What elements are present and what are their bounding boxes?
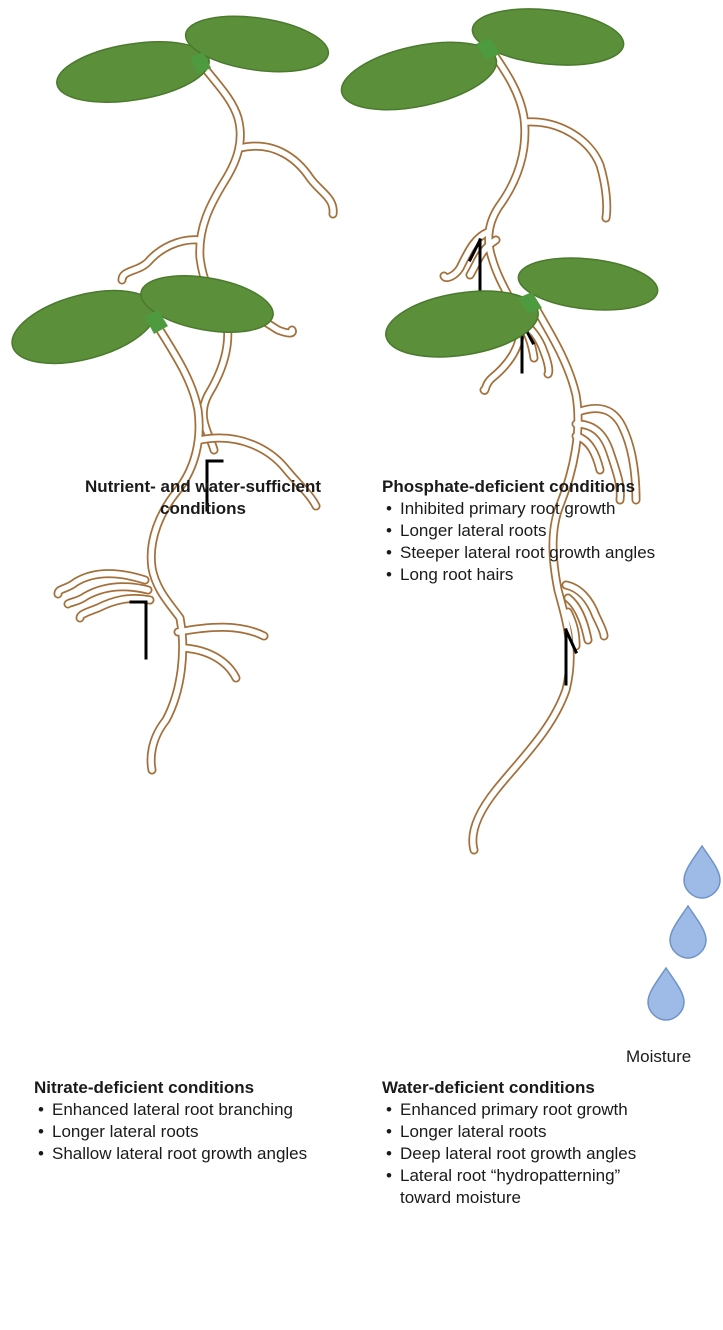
bullet-item: Steeper lateral root growth angles — [382, 542, 722, 564]
moisture-label: Moisture — [626, 1047, 691, 1067]
water-drop-icon — [684, 846, 720, 898]
roots-nutrient — [122, 62, 333, 450]
bullet-list: Enhanced primary root growth Longer late… — [382, 1099, 722, 1209]
bullet-item: Longer lateral roots — [382, 520, 722, 542]
caption-nitrate: Nitrate-deficient conditions Enhanced la… — [34, 1077, 364, 1165]
caption-title: Phosphate-deficient conditions — [382, 476, 722, 498]
bullet-item: Longer lateral roots — [34, 1121, 364, 1143]
water-drop-icon — [670, 906, 706, 958]
bullet-item: Shallow lateral root growth angles — [34, 1143, 364, 1165]
bullet-item: Longer lateral roots — [382, 1121, 722, 1143]
left-cotyledon — [4, 277, 164, 377]
angle-marker-lower — [131, 602, 146, 658]
caption-title: Water-deficient conditions — [382, 1077, 722, 1099]
caption-nutrient: Nutrient- and water-sufficient condition… — [58, 476, 348, 520]
moisture-drops — [648, 846, 720, 1020]
caption-title: Nutrient- and water-sufficient condition… — [58, 476, 348, 520]
bullet-item: Lateral root “hydropatterning” toward mo… — [382, 1165, 650, 1209]
bullet-list: Inhibited primary root growth Longer lat… — [382, 498, 722, 586]
bullet-item: Long root hairs — [382, 564, 722, 586]
caption-title: Nitrate-deficient conditions — [34, 1077, 364, 1099]
bullet-item: Deep lateral root growth angles — [382, 1143, 722, 1165]
bullet-item: Inhibited primary root growth — [382, 498, 722, 520]
water-drop-icon — [648, 968, 684, 1020]
bullet-item: Enhanced lateral root branching — [34, 1099, 364, 1121]
roots-nitrate — [58, 322, 316, 770]
caption-water: Water-deficient conditions Enhanced prim… — [382, 1077, 722, 1209]
bullet-item: Enhanced primary root growth — [382, 1099, 722, 1121]
bullet-list: Enhanced lateral root branching Longer l… — [34, 1099, 364, 1165]
caption-phosphate: Phosphate-deficient conditions Inhibited… — [382, 476, 722, 586]
